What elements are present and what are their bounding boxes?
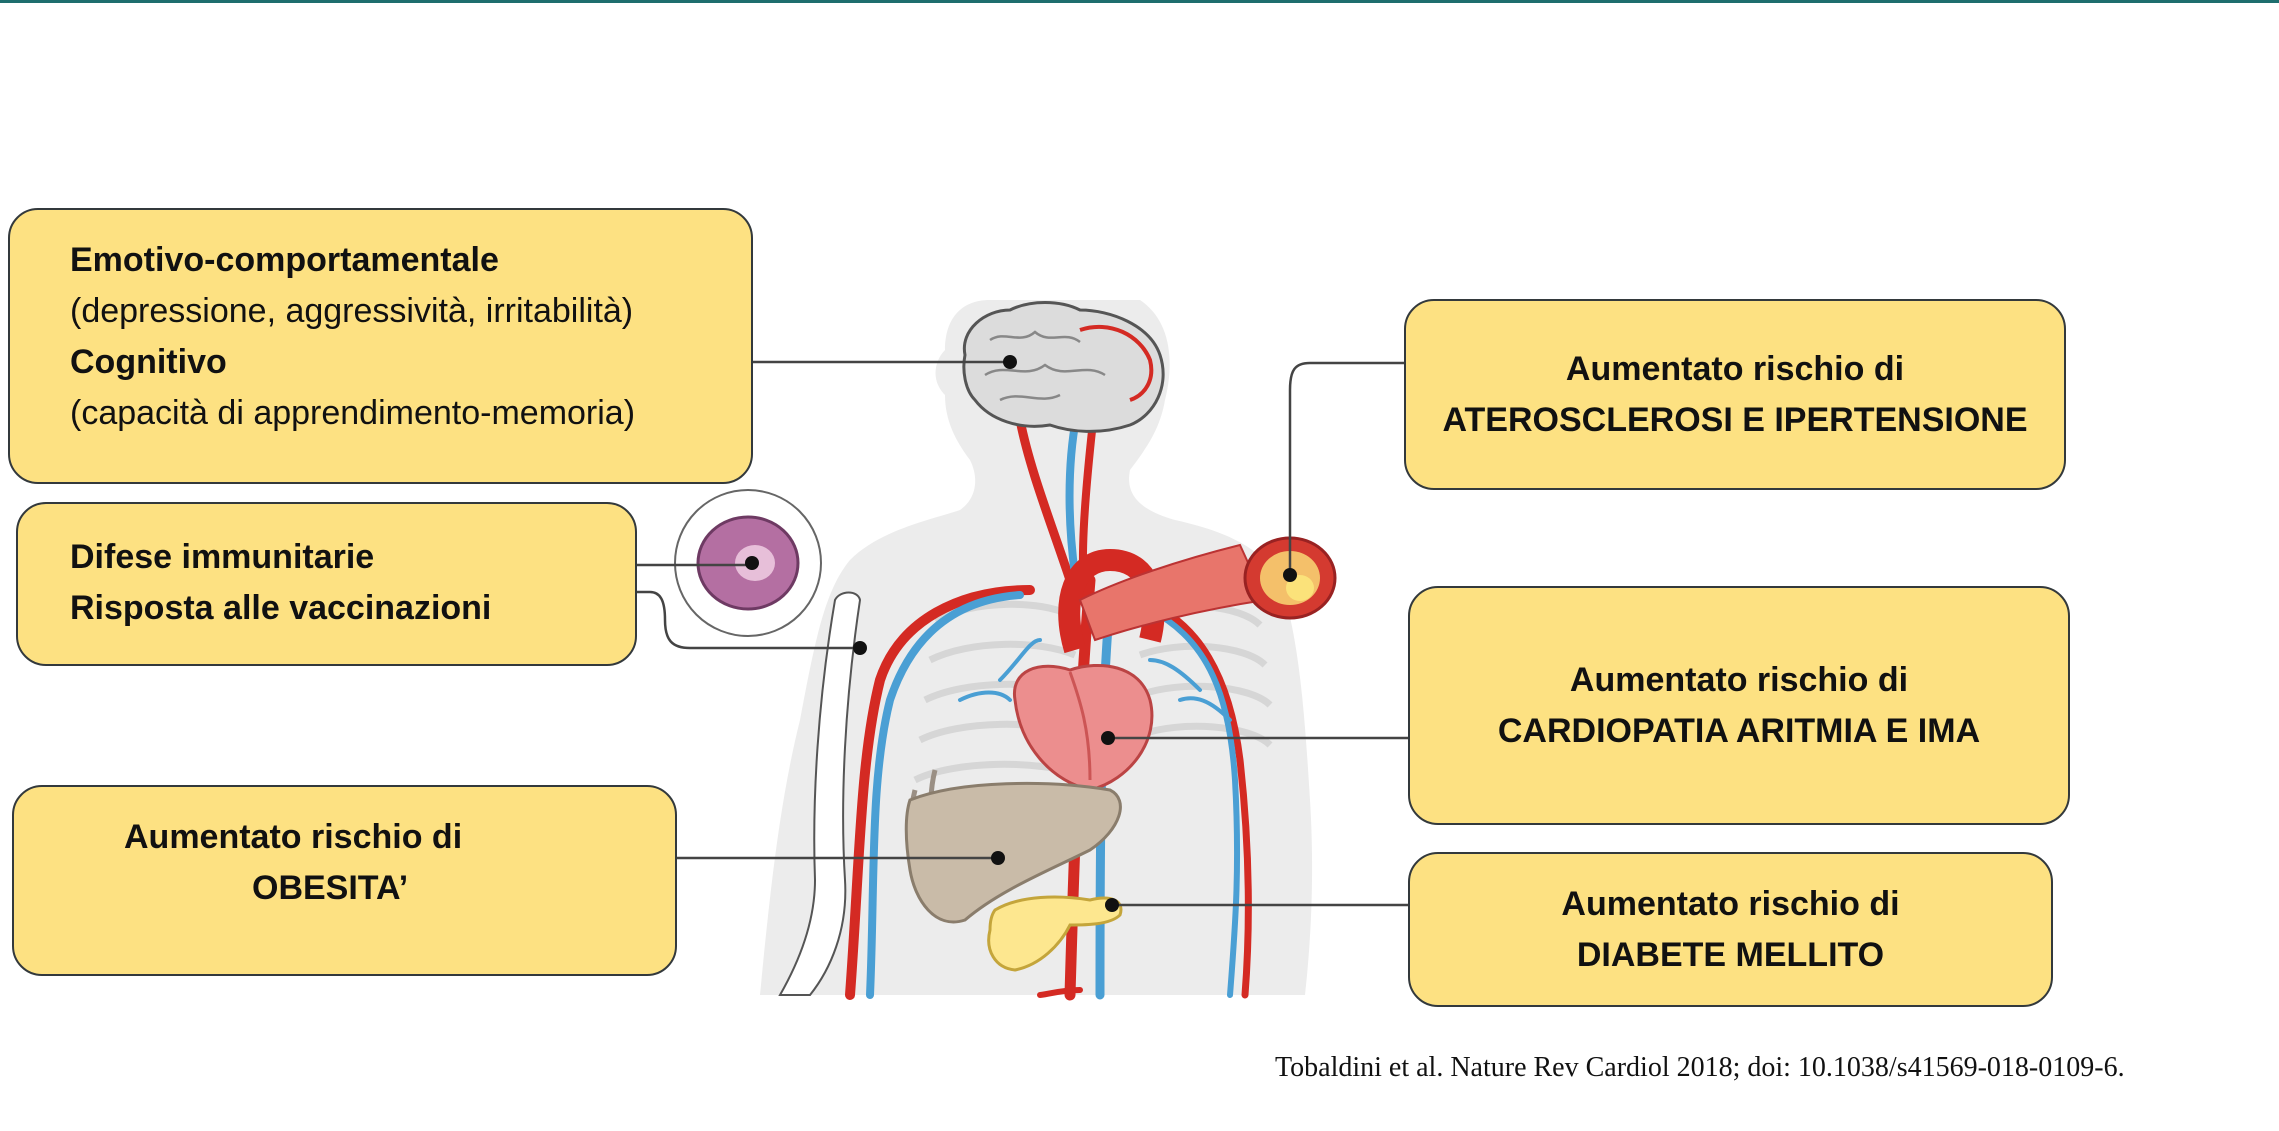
cardiopathy-risk-box: Aumentato rischio di CARDIOPATIA ARITMIA…	[1408, 586, 2070, 825]
atherosclerosis-risk-box: Aumentato rischio di ATEROSCLEROSI E IPE…	[1404, 299, 2066, 490]
immune-line-1: Difese immunitarie	[70, 532, 635, 583]
cardio-line-2: CARDIOPATIA ARITMIA E IMA	[1410, 706, 2068, 757]
immune-effects-box: Difese immunitarie Risposta alle vaccina…	[16, 502, 637, 666]
diabetes-risk-box: Aumentato rischio di DIABETE MELLITO	[1408, 852, 2053, 1007]
brain-line-2: (depressione, aggressività, irritabilità…	[70, 286, 751, 337]
citation: Tobaldini et al. Nature Rev Cardiol 2018…	[1275, 1052, 2275, 1084]
athero-line-2: ATEROSCLEROSI E IPERTENSIONE	[1406, 395, 2064, 446]
brain-line-3: Cognitivo	[70, 337, 751, 388]
athero-line-1: Aumentato rischio di	[1406, 344, 2064, 395]
obesity-risk-box: Aumentato rischio di OBESITA’	[12, 785, 677, 976]
obesity-line-1: Aumentato rischio di	[124, 812, 675, 863]
diabetes-line-2: DIABETE MELLITO	[1410, 930, 2051, 981]
brain-line-4: (capacità di apprendimento-memoria)	[70, 388, 751, 439]
cardio-line-1: Aumentato rischio di	[1410, 655, 2068, 706]
brain-effects-box: Emotivo-comportamentale (depressione, ag…	[8, 208, 753, 484]
immune-line-2: Risposta alle vaccinazioni	[70, 583, 635, 634]
diabetes-line-1: Aumentato rischio di	[1410, 879, 2051, 930]
obesity-line-2: OBESITA’	[124, 863, 675, 914]
brain-line-1: Emotivo-comportamentale	[70, 235, 751, 286]
